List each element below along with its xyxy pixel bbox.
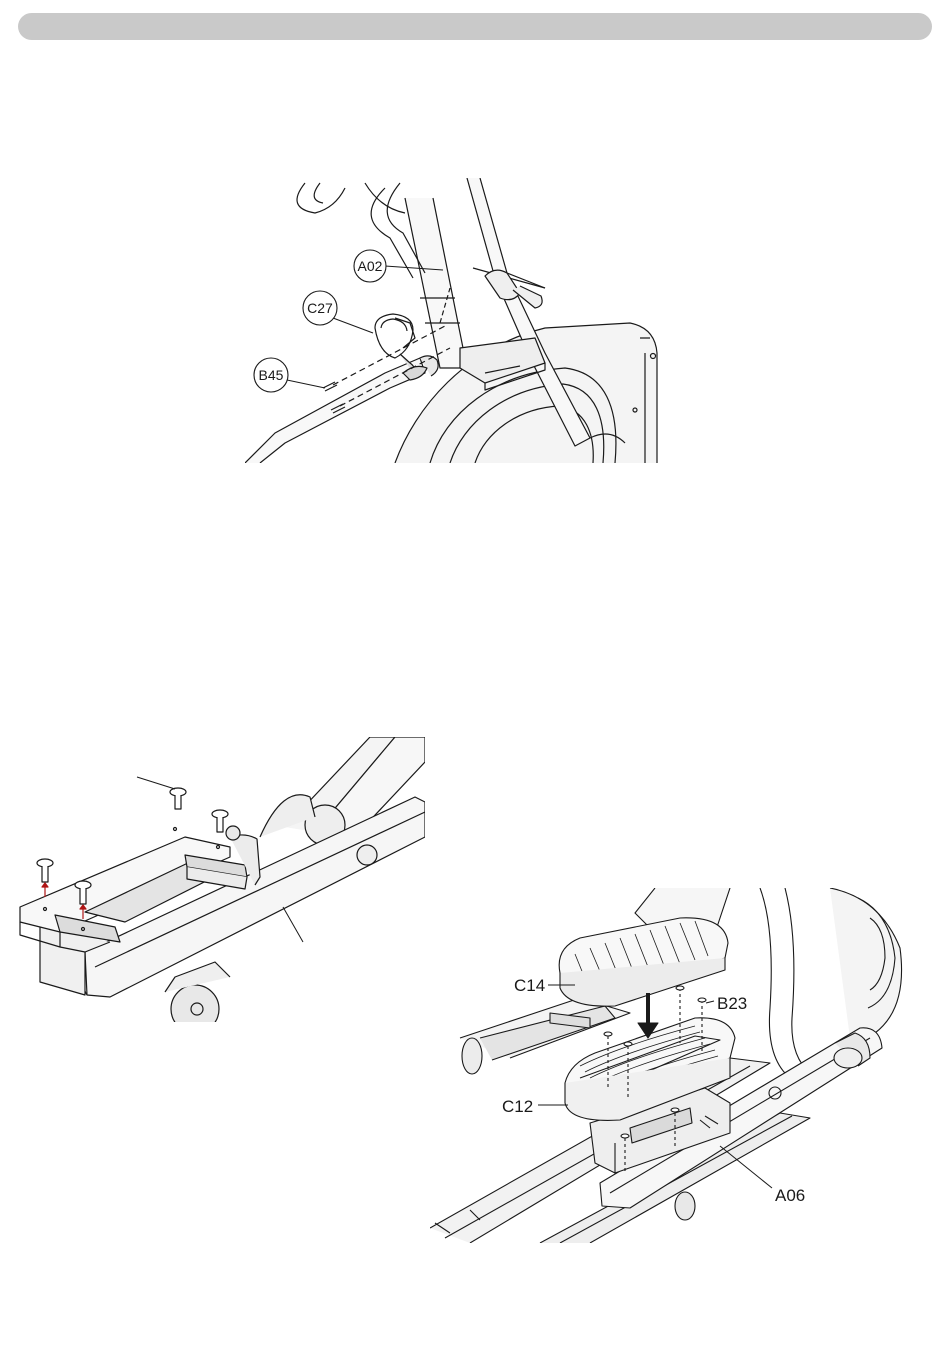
label-c14: C14: [514, 976, 545, 995]
header-bar: [18, 13, 932, 40]
figure-bottle-holder: A02 C27 B45: [245, 178, 665, 463]
callout-c27: C27: [307, 300, 333, 316]
bottle-holder-drawing: A02 C27 B45: [245, 178, 665, 463]
label-b23: B23: [717, 994, 747, 1013]
label-c12: C12: [502, 1097, 533, 1116]
pedal-arm-drawing: [15, 737, 425, 1022]
label-a06: A06: [775, 1186, 805, 1205]
pedal-assembly-drawing: C14 B23 C12 A06: [430, 888, 910, 1243]
figure-pedal-arm: [15, 737, 425, 1022]
callout-a02: A02: [358, 258, 383, 274]
figure-pedal-assembly: C14 B23 C12 A06: [430, 888, 910, 1243]
callout-b45: B45: [259, 367, 284, 383]
